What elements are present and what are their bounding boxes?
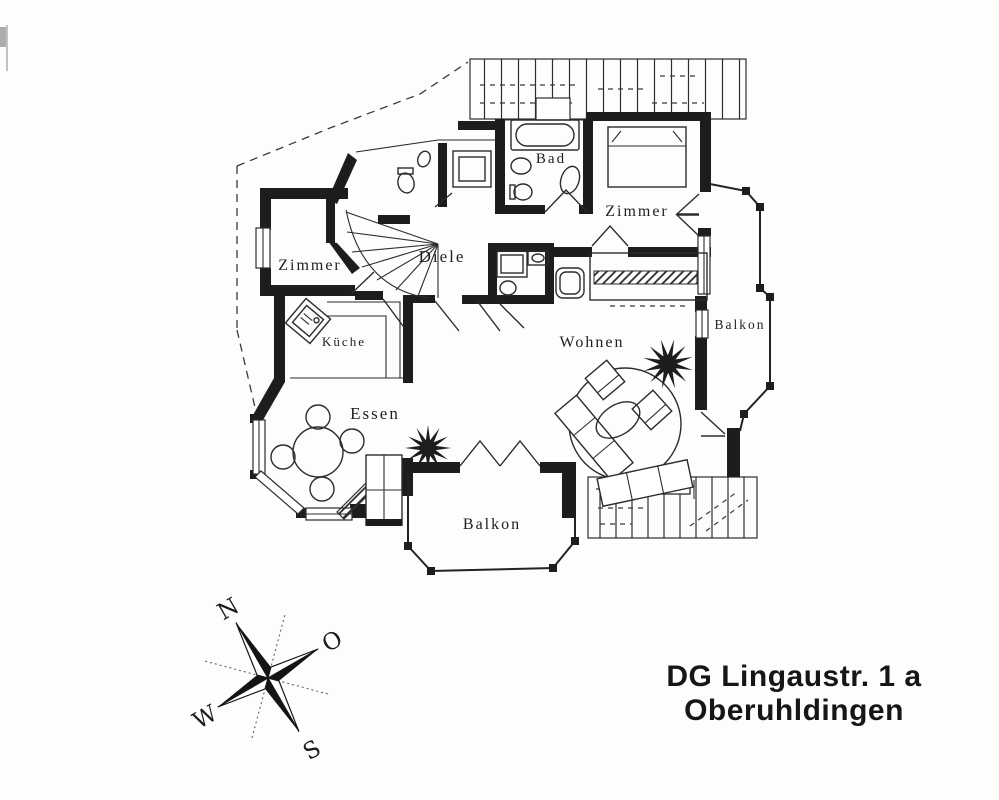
balcony-bottom-outline	[404, 475, 579, 575]
plant-icon	[405, 425, 451, 471]
roof-hatch-top	[469, 58, 747, 121]
bathroom-fixtures	[509, 119, 581, 201]
compass-north-label: N	[213, 593, 243, 626]
compass-south-label: S	[299, 735, 326, 765]
shower-room-fixtures	[496, 250, 585, 299]
scan-artifacts	[0, 25, 8, 71]
room-label-essen: Essen	[350, 404, 400, 423]
address-line-1: DG Lingaustr. 1 a	[666, 660, 922, 693]
room-label-bad: Bad	[536, 151, 566, 167]
plant-icon	[643, 339, 693, 389]
room-label-diele: Diele	[419, 247, 466, 266]
room-labels: Bad Zimmer Zimmer Diele Küche Essen Wohn…	[278, 151, 766, 533]
compass-rose: N O S W	[189, 593, 348, 766]
compass-east-label: O	[318, 626, 347, 658]
dining-table-set	[270, 404, 365, 502]
balcony-right-outline	[709, 183, 774, 432]
living-room-furniture	[554, 359, 694, 508]
bed	[607, 126, 687, 188]
wardrobe	[589, 252, 708, 307]
room-label-wohnen: Wohnen	[560, 334, 625, 351]
address-title: DG Lingaustr. 1 a Oberuhldingen	[648, 660, 940, 728]
room-label-balkon-right: Balkon	[715, 317, 766, 332]
wc-fixtures	[397, 150, 492, 194]
walls	[250, 112, 711, 518]
doors	[351, 188, 726, 467]
room-label-zimmer-left: Zimmer	[278, 257, 342, 274]
room-label-zimmer-top: Zimmer	[605, 203, 669, 220]
spiral-stair	[345, 209, 439, 299]
compass-west-label: W	[189, 700, 223, 735]
room-label-kueche: Küche	[322, 334, 366, 349]
kitchen-fixtures	[284, 297, 403, 379]
address-line-2: Oberuhldingen	[684, 694, 904, 727]
room-label-balkon-bottom: Balkon	[463, 516, 521, 533]
windows	[252, 227, 711, 526]
roof-edge-dashed-lines	[236, 61, 496, 417]
